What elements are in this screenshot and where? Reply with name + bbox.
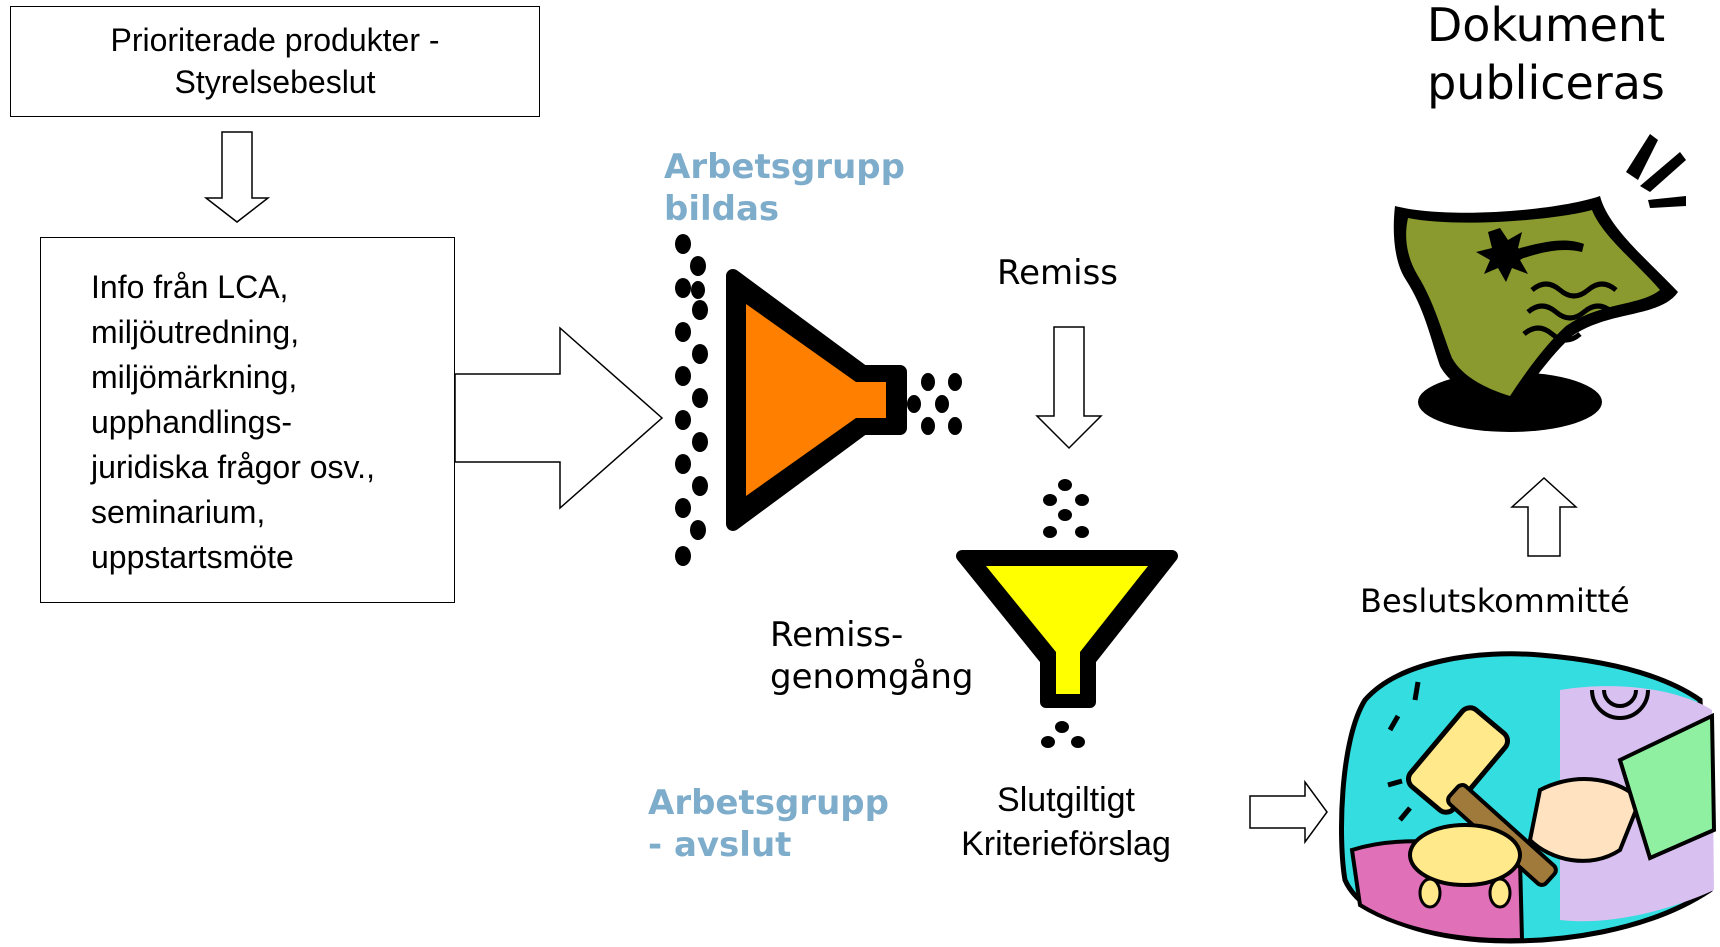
big-arrow-right-icon xyxy=(454,326,664,510)
remiss-review-line1: Remiss- xyxy=(770,615,904,655)
final-criteria-label: Slutgiltigt Kriterieförslag xyxy=(936,778,1196,866)
particles-left-icon xyxy=(675,234,708,566)
working-group-formed-label: Arbetsgrupp bildas xyxy=(664,146,905,230)
info-line: uppstartsmöte xyxy=(91,539,294,575)
working-group-formed-line2: bildas xyxy=(664,189,780,229)
working-group-formed-line1: Arbetsgrupp xyxy=(664,147,905,187)
info-box: Info från LCA, miljöutredning, miljömärk… xyxy=(40,237,455,603)
info-line: miljöutredning, xyxy=(91,314,300,350)
info-line: seminarium, xyxy=(91,494,266,530)
final-criteria-line1: Slutgiltigt xyxy=(997,781,1135,819)
products-decision-line2: Styrelsebeslut xyxy=(174,64,376,100)
gavel-hand-icon xyxy=(1339,651,1717,944)
working-group-end-label: Arbetsgrupp - avslut xyxy=(648,782,889,866)
remiss-review-line2: genomgång xyxy=(770,657,974,697)
particles-top-icon xyxy=(1043,479,1089,538)
document-published-line2: publiceras xyxy=(1427,56,1665,110)
arrow-right-icon xyxy=(1249,779,1328,845)
info-line: miljömärkning, xyxy=(91,359,298,395)
arrow-down-remiss-icon xyxy=(1035,326,1103,450)
orange-funnel-icon xyxy=(726,269,907,531)
info-line: juridiska frågor osv., xyxy=(91,449,375,485)
document-published-line1: Dokument xyxy=(1426,0,1666,52)
remiss-label: Remiss xyxy=(997,253,1119,293)
arrow-up-icon xyxy=(1510,476,1578,557)
products-decision-box: Prioriterade produkter - Styrelsebeslut xyxy=(10,6,540,117)
products-decision-line1: Prioriterade produkter - xyxy=(110,22,440,58)
final-criteria-line2: Kriterieförslag xyxy=(961,825,1171,863)
yellow-funnel-icon xyxy=(956,550,1178,708)
arrow-down-icon xyxy=(203,131,271,223)
remiss-review-label: Remiss- genomgång xyxy=(770,614,974,698)
particles-bottom-icon xyxy=(1041,721,1085,748)
document-published-label: Dokument publiceras xyxy=(1396,0,1696,112)
working-group-end-line1: Arbetsgrupp xyxy=(648,783,889,823)
published-document-icon xyxy=(1393,134,1686,432)
decision-committee-label: Beslutskommitté xyxy=(1360,582,1630,620)
working-group-end-line2: - avslut xyxy=(648,825,792,865)
info-line: upphandlings- xyxy=(91,404,293,440)
info-line: Info från LCA, xyxy=(91,269,289,305)
particles-right-icon xyxy=(907,373,962,435)
